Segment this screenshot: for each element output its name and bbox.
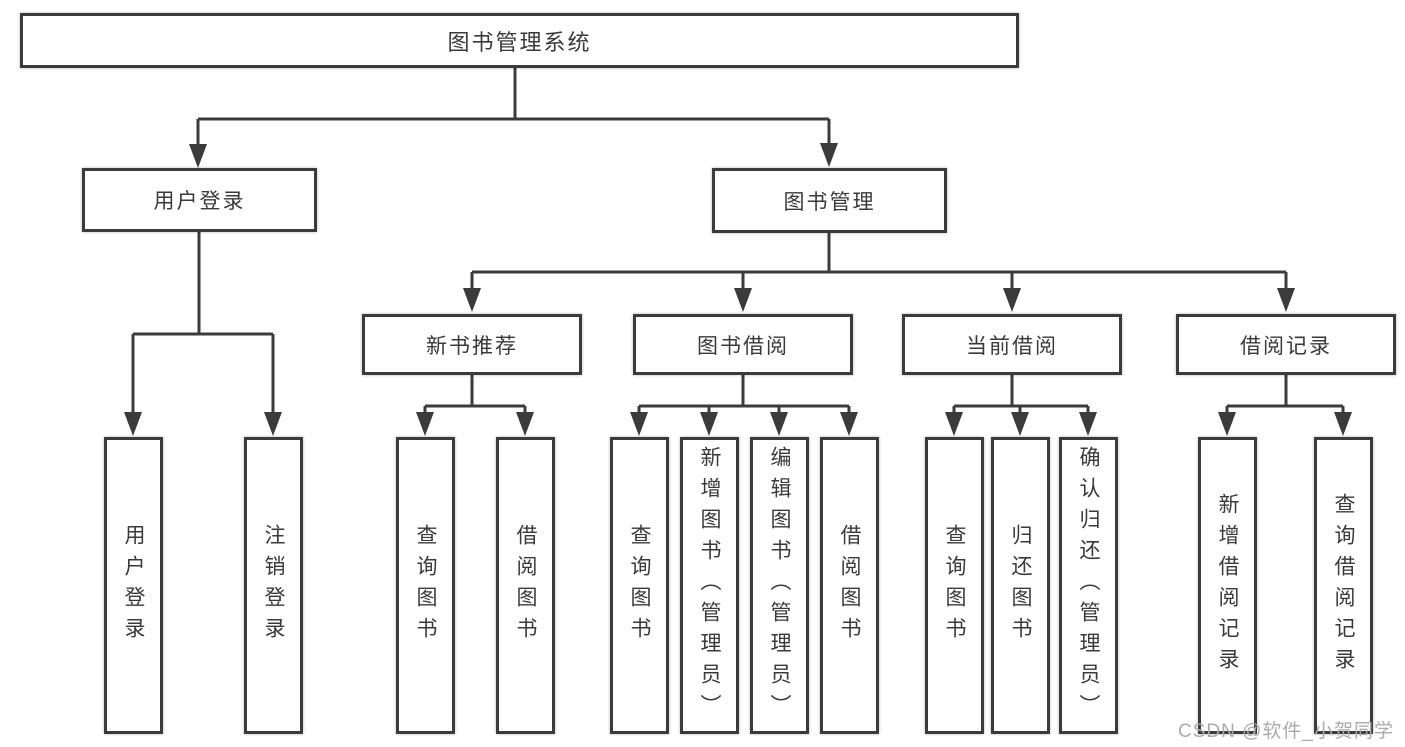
leaf-user-login-label: 用户登录 bbox=[122, 523, 145, 648]
leaf-query-books-borrowing: 查询图书 bbox=[610, 437, 669, 734]
leaf-edit-books-admin: 编辑图书（管理员） bbox=[750, 437, 809, 734]
leaf-add-borrow-record: 新增借阅记录 bbox=[1198, 437, 1257, 734]
leaf-add-books-admin: 新增图书（管理员） bbox=[680, 437, 739, 734]
arrowhead-icons bbox=[124, 143, 1352, 436]
node-book-borrowing: 图书借阅 bbox=[633, 314, 853, 375]
leaf-query-borrow-record-label: 查询借阅记录 bbox=[1332, 492, 1355, 679]
leaf-query-books-current: 查询图书 bbox=[925, 437, 984, 734]
node-root-library-management-system: 图书管理系统 bbox=[20, 13, 1019, 68]
watermark: CSDN @软件_小贺同学 bbox=[1178, 721, 1394, 742]
leaf-confirm-return-admin-label: 确认归还（管理员） bbox=[1077, 446, 1100, 725]
node-user-login: 用户登录 bbox=[82, 168, 317, 232]
leaf-query-books-recommend-label: 查询图书 bbox=[414, 523, 437, 648]
node-new-book-recommend: 新书推荐 bbox=[362, 314, 582, 375]
leaf-borrow-books: 借阅图书 bbox=[820, 437, 879, 734]
node-root-label: 图书管理系统 bbox=[447, 29, 592, 55]
node-book-management-label: 图书管理 bbox=[783, 190, 876, 214]
leaf-borrow-books-recommend-label: 借阅图书 bbox=[514, 523, 537, 648]
leaf-logout: 注销登录 bbox=[244, 437, 303, 734]
leaf-confirm-return-admin: 确认归还（管理员） bbox=[1059, 437, 1118, 734]
node-current-borrowing-label: 当前借阅 bbox=[966, 334, 1058, 358]
node-current-borrowing: 当前借阅 bbox=[902, 314, 1122, 375]
node-new-book-recommend-label: 新书推荐 bbox=[426, 334, 518, 358]
leaf-logout-label: 注销登录 bbox=[262, 523, 285, 648]
leaf-user-login: 用户登录 bbox=[104, 437, 163, 734]
leaf-query-books-borrowing-label: 查询图书 bbox=[628, 523, 651, 648]
node-book-management: 图书管理 bbox=[712, 168, 947, 233]
leaf-return-books: 归还图书 bbox=[991, 437, 1050, 734]
leaf-add-borrow-record-label: 新增借阅记录 bbox=[1216, 492, 1239, 679]
leaf-query-books-current-label: 查询图书 bbox=[943, 523, 966, 648]
leaf-borrow-books-label: 借阅图书 bbox=[838, 523, 861, 648]
leaf-edit-books-admin-label: 编辑图书（管理员） bbox=[768, 446, 791, 725]
node-borrowing-records-label: 借阅记录 bbox=[1240, 334, 1332, 358]
leaf-add-books-admin-label: 新增图书（管理员） bbox=[698, 446, 721, 725]
node-user-login-label: 用户登录 bbox=[153, 190, 246, 213]
leaf-return-books-label: 归还图书 bbox=[1009, 523, 1032, 648]
node-borrowing-records: 借阅记录 bbox=[1176, 314, 1396, 375]
leaf-query-books-recommend: 查询图书 bbox=[396, 437, 455, 734]
leaf-borrow-books-recommend: 借阅图书 bbox=[496, 437, 555, 734]
node-book-borrowing-label: 图书借阅 bbox=[697, 334, 789, 358]
leaf-query-borrow-record: 查询借阅记录 bbox=[1314, 437, 1373, 734]
